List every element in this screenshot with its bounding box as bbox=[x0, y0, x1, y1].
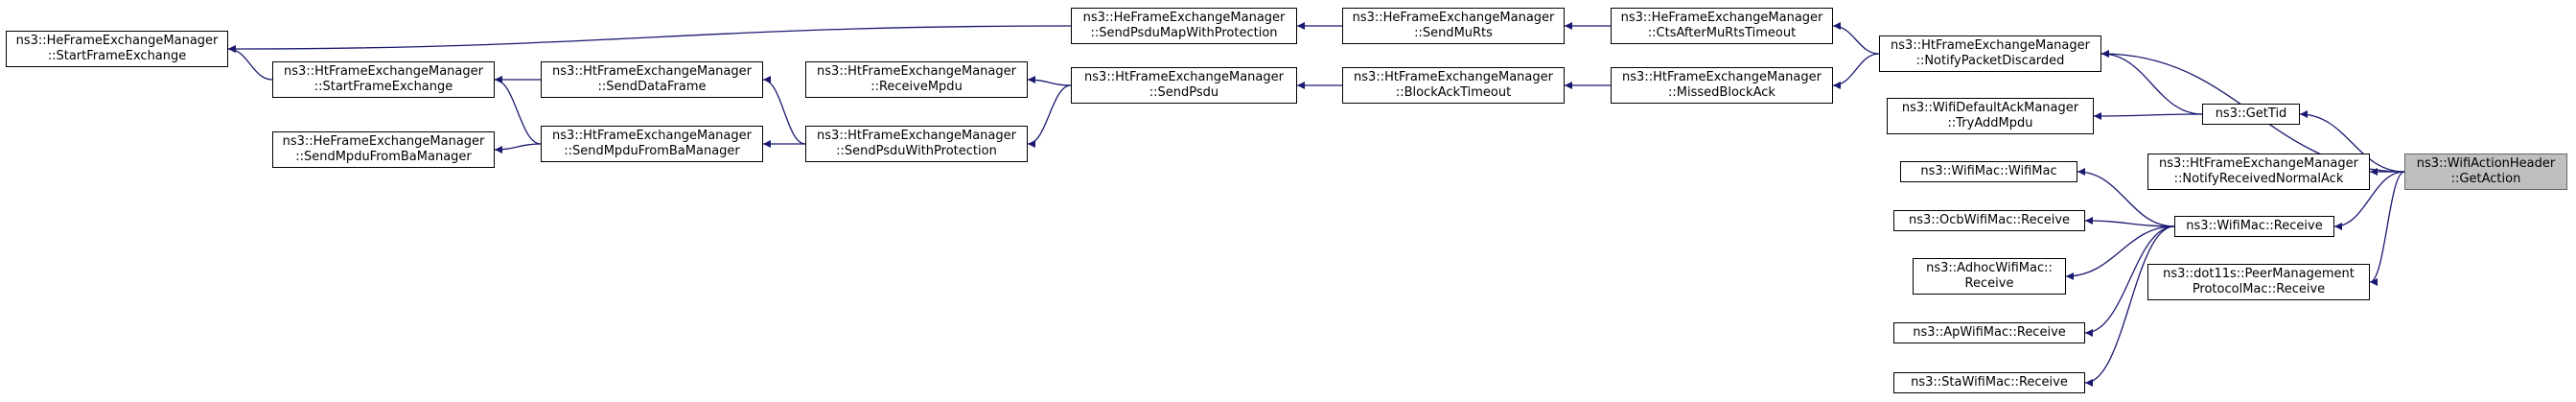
graph-node-label: ::SendPsdu bbox=[1149, 85, 1219, 100]
edge-ctsaftermurtstimeout-to-notifypacketdiscarded bbox=[1832, 22, 1880, 55]
graph-node-label: ::MissedBlockAck bbox=[1668, 85, 1775, 100]
edge-gettid-to-getaction bbox=[2299, 110, 2405, 173]
graph-node-label: ns3::HtFrameExchangeManager bbox=[817, 64, 1016, 79]
edge-receivempdu-to-sendpsdu bbox=[1027, 76, 1072, 86]
graph-node-label: ::CtsAfterMuRtsTimeout bbox=[1647, 26, 1797, 40]
graph-node-label: ::StartFrameExchange bbox=[47, 49, 187, 63]
graph-node-label: ::StartFrameExchange bbox=[313, 80, 453, 94]
graph-node-wifimac-ctor[interactable]: ns3::WifiMac::WifiMac bbox=[1900, 161, 2077, 182]
graph-node-label: ns3::WifiActionHeader bbox=[2416, 156, 2556, 171]
graph-node-missedblockack[interactable]: ns3::HtFrameExchangeManager::MissedBlock… bbox=[1611, 67, 1833, 104]
graph-node-wifimac-receive[interactable]: ns3::WifiMac::Receive bbox=[2174, 216, 2334, 237]
graph-node-ocb-receive[interactable]: ns3::OcbWifiMac::Receive bbox=[1893, 210, 2085, 231]
graph-node-label: ns3::WifiMac::Receive bbox=[2186, 219, 2323, 233]
graph-node-label: ns3::ApWifiMac::Receive bbox=[1913, 325, 2066, 340]
graph-node-adhoc-receive[interactable]: ns3::AdhocWifiMac::Receive bbox=[1913, 258, 2066, 295]
graph-node-notifyreceivednormalack[interactable]: ns3::HtFrameExchangeManager::NotifyRecei… bbox=[2147, 154, 2370, 190]
graph-node-label: ::NotifyPacketDiscarded bbox=[1915, 54, 2065, 68]
graph-node-label: ::SendMuRts bbox=[1414, 26, 1493, 40]
edge-wifimac-receive-to-getaction bbox=[2333, 171, 2405, 230]
edge-sendmpdufrombamanager-he-to-sendmpdufrombamanager-ht bbox=[494, 143, 542, 154]
graph-node-label: ::SendMpduFromBaManager bbox=[295, 150, 472, 164]
edge-senddataframe-to-sendpsduwithprotection bbox=[762, 76, 806, 145]
graph-node-startframeexchange-ht[interactable]: ns3::HtFrameExchangeManager::StartFrameE… bbox=[272, 61, 495, 98]
edge-sendpsduwithprotection-to-sendpsdu bbox=[1027, 84, 1072, 148]
graph-node-label: ns3::HeFrameExchangeManager bbox=[1082, 11, 1286, 25]
graph-node-label: ns3::AdhocWifiMac:: bbox=[1926, 261, 2053, 275]
graph-node-label: ns3::HtFrameExchangeManager bbox=[1084, 70, 1284, 84]
graph-node-label: ::SendPsduMapWithProtection bbox=[1090, 26, 1278, 40]
graph-node-label: ::SendDataFrame bbox=[597, 80, 707, 94]
graph-node-label: ::ReceiveMpdu bbox=[870, 80, 963, 94]
graph-node-sendmurts[interactable]: ns3::HeFrameExchangeManager::SendMuRts bbox=[1342, 8, 1565, 44]
graph-node-label: Receive bbox=[1964, 276, 2014, 291]
graph-node-label: ns3::HtFrameExchangeManager bbox=[1891, 38, 2090, 53]
graph-node-senddataframe[interactable]: ns3::HtFrameExchangeManager::SendDataFra… bbox=[541, 61, 763, 98]
graph-node-label: ns3::dot11s::PeerManagement bbox=[2163, 267, 2355, 281]
graph-node-sendmpdufrombamanager-he[interactable]: ns3::HeFrameExchangeManager::SendMpduFro… bbox=[272, 131, 495, 168]
graph-node-sta-receive[interactable]: ns3::StaWifiMac::Receive bbox=[1893, 372, 2085, 393]
graph-node-label: ns3::HtFrameExchangeManager bbox=[1622, 70, 1822, 84]
graph-node-label: ns3::HeFrameExchangeManager bbox=[15, 34, 219, 48]
edge-startframeexchange-ht-to-sendmpdufrombamanager-ht bbox=[494, 76, 542, 145]
graph-node-sendpsdu[interactable]: ns3::HtFrameExchangeManager::SendPsdu bbox=[1071, 67, 1297, 104]
graph-node-label: ::NotifyReceivedNormalAck bbox=[2173, 172, 2344, 186]
graph-node-label: ns3::HtFrameExchangeManager bbox=[284, 64, 483, 79]
graph-node-label: ::BlockAckTimeout bbox=[1395, 85, 1512, 100]
edge-tryaddmpdu-to-gettid bbox=[2093, 111, 2203, 120]
graph-node-gettid[interactable]: ns3::GetTid bbox=[2202, 104, 2300, 125]
graph-node-label: ns3::WifiMac::WifiMac bbox=[1920, 164, 2057, 178]
graph-node-label: ::GetAction bbox=[2450, 172, 2521, 186]
graph-node-notifypacketdiscarded[interactable]: ns3::HtFrameExchangeManager::NotifyPacke… bbox=[1879, 35, 2101, 72]
graph-node-ctsaftermurtstimeout[interactable]: ns3::HeFrameExchangeManager::CtsAfterMuR… bbox=[1611, 8, 1833, 44]
graph-node-label: ns3::HeFrameExchangeManager bbox=[1352, 11, 1555, 25]
edge-missedblockack-to-notifypacketdiscarded bbox=[1832, 53, 1880, 89]
graph-node-label: ns3::HtFrameExchangeManager bbox=[552, 129, 752, 143]
graph-node-label: ns3::HtFrameExchangeManager bbox=[2159, 156, 2358, 171]
graph-node-sendmpdufrombamanager-ht[interactable]: ns3::HtFrameExchangeManager::SendMpduFro… bbox=[541, 126, 763, 162]
edge-peermanagement-receive-to-getaction bbox=[2369, 171, 2405, 286]
graph-node-receivempdu[interactable]: ns3::HtFrameExchangeManager::ReceiveMpdu bbox=[805, 61, 1028, 98]
graph-node-label: ns3::HtFrameExchangeManager bbox=[552, 64, 752, 79]
edge-adhoc-receive-to-wifimac-receive bbox=[2065, 225, 2175, 280]
graph-node-label: ns3::OcbWifiMac::Receive bbox=[1908, 213, 2071, 227]
graph-node-blockacktimeout[interactable]: ns3::HtFrameExchangeManager::BlockAckTim… bbox=[1342, 67, 1565, 104]
edge-notifypacketdiscarded-to-gettid bbox=[2100, 50, 2203, 115]
edge-ap-receive-to-wifimac-receive bbox=[2084, 225, 2175, 337]
edge-sta-receive-to-wifimac-receive bbox=[2084, 225, 2175, 387]
graph-node-label: ns3::GetTid bbox=[2215, 106, 2287, 121]
graph-node-label: ::SendPsduWithProtection bbox=[836, 144, 997, 158]
graph-node-sendpsdumapwithprotection[interactable]: ns3::HeFrameExchangeManager::SendPsduMap… bbox=[1071, 8, 1297, 44]
graph-node-sendpsduwithprotection[interactable]: ns3::HtFrameExchangeManager::SendPsduWit… bbox=[805, 126, 1028, 162]
graph-node-label: ProtocolMac::Receive bbox=[2192, 282, 2326, 296]
edge-startframeexchange-he-to-startframeexchange-ht bbox=[227, 45, 273, 81]
graph-node-label: ns3::HtFrameExchangeManager bbox=[817, 129, 1016, 143]
graph-node-tryaddmpdu[interactable]: ns3::WifiDefaultAckManager::TryAddMpdu bbox=[1887, 98, 2094, 134]
graph-node-ap-receive[interactable]: ns3::ApWifiMac::Receive bbox=[1893, 322, 2085, 343]
graph-node-label: ns3::StaWifiMac::Receive bbox=[1911, 375, 2068, 390]
graph-node-label: ::TryAddMpdu bbox=[1947, 116, 2033, 130]
graph-node-getaction: ns3::WifiActionHeader::GetAction bbox=[2404, 154, 2567, 190]
graph-node-label: ns3::HtFrameExchangeManager bbox=[1354, 70, 1553, 84]
edge-wifimac-ctor-to-wifimac-receive bbox=[2077, 168, 2175, 227]
graph-node-startframeexchange-he[interactable]: ns3::HeFrameExchangeManager::StartFrameE… bbox=[6, 31, 228, 67]
edge-ocb-receive-to-wifimac-receive bbox=[2084, 217, 2175, 227]
graph-node-label: ns3::WifiDefaultAckManager bbox=[1901, 101, 2079, 115]
graph-node-label: ::SendMpduFromBaManager bbox=[564, 144, 740, 158]
edge-startframeexchange-he-to-sendpsdumapwithprotection bbox=[227, 25, 1072, 53]
graph-node-label: ns3::HeFrameExchangeManager bbox=[1620, 11, 1823, 25]
graph-node-label: ns3::HeFrameExchangeManager bbox=[282, 134, 485, 149]
